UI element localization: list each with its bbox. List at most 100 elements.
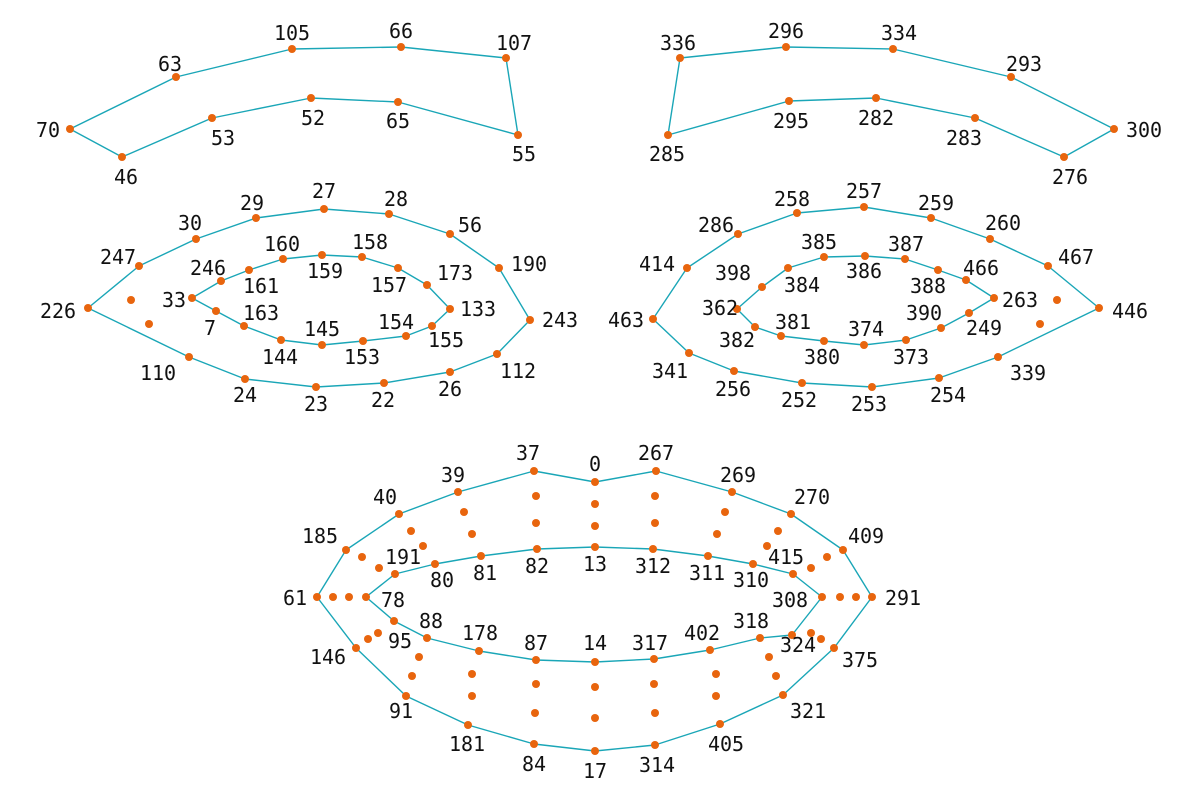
landmark-label-173: 173 <box>437 261 473 285</box>
landmark-point-22 <box>380 379 388 387</box>
landmark-point-178 <box>475 647 483 655</box>
landmark-label-110: 110 <box>140 361 176 385</box>
landmark-label-61: 61 <box>283 586 307 610</box>
unlabeled-point <box>364 635 372 643</box>
landmark-point-63 <box>172 73 180 81</box>
landmark-point-52 <box>307 94 315 102</box>
labeled-landmark-points <box>66 43 1118 755</box>
landmark-point-181 <box>464 721 472 729</box>
landmark-label-398: 398 <box>715 261 751 285</box>
unlabeled-point <box>817 635 825 643</box>
unlabeled-point <box>408 672 416 680</box>
landmark-point-317 <box>650 655 658 663</box>
landmark-point-29 <box>252 214 260 222</box>
landmark-label-28: 28 <box>384 187 408 211</box>
unlabeled-point <box>823 553 831 561</box>
landmark-label-63: 63 <box>158 52 182 76</box>
landmark-point-87 <box>532 656 540 664</box>
landmark-label-380: 380 <box>804 345 840 369</box>
landmark-label-157: 157 <box>371 273 407 297</box>
landmark-label-23: 23 <box>304 392 328 416</box>
landmark-point-267 <box>652 467 660 475</box>
landmark-label-178: 178 <box>462 621 498 645</box>
unlabeled-point <box>468 530 476 538</box>
landmark-label-39: 39 <box>441 463 465 487</box>
landmark-label-87: 87 <box>524 631 548 655</box>
landmark-point-157 <box>394 264 402 272</box>
landmark-point-341 <box>685 349 693 357</box>
landmark-point-95 <box>390 617 398 625</box>
landmark-point-163 <box>240 322 248 330</box>
landmark-label-258: 258 <box>774 187 810 211</box>
unlabeled-point <box>807 564 815 572</box>
landmark-label-40: 40 <box>373 485 397 509</box>
landmark-label-254: 254 <box>930 383 966 407</box>
landmark-point-252 <box>798 379 806 387</box>
landmark-point-380 <box>820 337 828 345</box>
landmark-label-314: 314 <box>639 753 675 777</box>
landmark-label-259: 259 <box>918 191 954 215</box>
landmark-label-362: 362 <box>702 296 738 320</box>
landmark-label-381: 381 <box>775 310 811 334</box>
landmark-point-405 <box>716 720 724 728</box>
landmark-point-66 <box>397 43 405 51</box>
landmark-label-269: 269 <box>720 463 756 487</box>
landmark-point-246 <box>217 277 225 285</box>
landmark-point-467 <box>1044 262 1052 270</box>
landmark-label-387: 387 <box>888 232 924 256</box>
landmark-label-276: 276 <box>1052 165 1088 189</box>
landmark-point-282 <box>872 94 880 102</box>
landmark-label-336: 336 <box>660 31 696 55</box>
unlabeled-point <box>591 714 599 722</box>
landmark-point-23 <box>312 383 320 391</box>
landmark-label-46: 46 <box>114 165 138 189</box>
landmark-point-283 <box>971 114 979 122</box>
landmark-point-296 <box>782 43 790 51</box>
landmark-label-466: 466 <box>963 256 999 280</box>
landmark-point-33 <box>188 294 196 302</box>
landmark-label-295: 295 <box>773 109 809 133</box>
landmark-point-153 <box>359 337 367 345</box>
landmark-point-46 <box>118 153 126 161</box>
landmark-label-153: 153 <box>344 345 380 369</box>
landmark-label-243: 243 <box>542 308 578 332</box>
landmark-point-80 <box>431 560 439 568</box>
landmark-label-105: 105 <box>274 21 310 45</box>
landmark-point-56 <box>446 230 454 238</box>
landmark-label-285: 285 <box>649 142 685 166</box>
landmark-point-258 <box>793 209 801 217</box>
landmark-label-341: 341 <box>652 359 688 383</box>
landmark-point-133 <box>446 305 454 313</box>
landmark-point-446 <box>1095 304 1103 312</box>
unlabeled-point <box>651 492 659 500</box>
landmark-point-243 <box>526 316 534 324</box>
landmark-label-283: 283 <box>946 126 982 150</box>
landmark-point-402 <box>706 646 714 654</box>
landmark-point-270 <box>787 510 795 518</box>
unlabeled-point <box>712 692 720 700</box>
landmark-point-373 <box>902 336 910 344</box>
unlabeled-point <box>1036 320 1044 328</box>
landmark-label-385: 385 <box>801 230 837 254</box>
unlabeled-point <box>712 670 720 678</box>
landmark-point-269 <box>728 488 736 496</box>
landmark-label-334: 334 <box>881 21 917 45</box>
landmark-point-37 <box>530 467 538 475</box>
landmark-label-415: 415 <box>768 545 804 569</box>
landmark-point-53 <box>208 114 216 122</box>
landmark-label-145: 145 <box>304 317 340 341</box>
landmark-point-384 <box>784 264 792 272</box>
landmark-point-7 <box>212 307 220 315</box>
landmark-label-282: 282 <box>858 106 894 130</box>
unlabeled-point <box>460 508 468 516</box>
landmark-label-0: 0 <box>589 452 601 476</box>
landmark-label-253: 253 <box>851 392 887 416</box>
landmark-point-300 <box>1110 125 1118 133</box>
unlabeled-point <box>591 683 599 691</box>
landmark-label-133: 133 <box>460 297 496 321</box>
landmark-point-145 <box>318 341 326 349</box>
landmark-point-293 <box>1007 73 1015 81</box>
landmark-label-339: 339 <box>1010 361 1046 385</box>
landmark-label-286: 286 <box>698 213 734 237</box>
unlabeled-point <box>329 593 337 601</box>
